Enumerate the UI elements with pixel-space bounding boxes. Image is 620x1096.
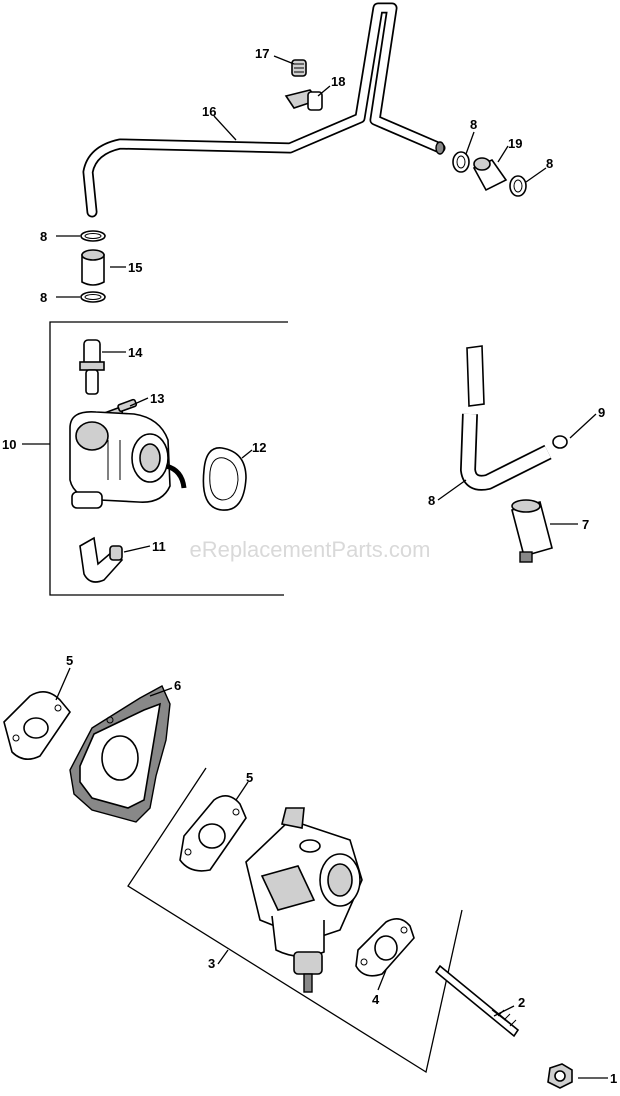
callout-16: 16 [202, 104, 216, 119]
hose-19-part[interactable] [472, 157, 508, 192]
callout-7: 7 [582, 517, 589, 532]
clamp-9-part[interactable] [552, 435, 568, 449]
carburetor-part[interactable] [245, 807, 363, 993]
callout-4: 4 [372, 992, 380, 1007]
callout-8: 8 [470, 117, 477, 132]
callout-1: 1 [610, 1071, 617, 1086]
callout-9: 9 [598, 405, 605, 420]
callout-8: 8 [546, 156, 553, 171]
callout-19: 19 [508, 136, 522, 151]
clamp-18-part[interactable] [284, 89, 323, 111]
callout-17: 17 [255, 46, 269, 61]
fitting-17-part[interactable] [291, 59, 307, 77]
fuel-pump-part[interactable] [69, 411, 187, 509]
callout-8: 8 [40, 229, 47, 244]
gasket-5-part-b[interactable] [179, 795, 247, 872]
fuel-pump-group-bracket [49, 321, 288, 596]
callout-8: 8 [40, 290, 47, 305]
gasket-12-part[interactable] [202, 447, 247, 511]
hose-15-part[interactable] [81, 249, 105, 286]
clamp-8-part-a[interactable] [452, 151, 470, 173]
gasket-4-part[interactable] [355, 918, 415, 977]
callout-8: 8 [428, 493, 435, 508]
leader-lines [22, 55, 608, 1079]
callout-6: 6 [174, 678, 181, 693]
gasket-5-part-a[interactable] [3, 691, 72, 760]
callout-5: 5 [66, 653, 73, 668]
fitting-14-part[interactable] [79, 339, 105, 395]
clamp-8-part-b[interactable] [509, 175, 527, 197]
callout-15: 15 [128, 260, 142, 275]
elbow-11-part[interactable] [79, 536, 124, 583]
carburetor-group-bracket [127, 767, 463, 1074]
spacer-6-part[interactable] [69, 685, 171, 823]
callout-14: 14 [128, 345, 143, 360]
callout-10: 10 [2, 437, 16, 452]
clamp-8-part-d[interactable] [80, 291, 106, 303]
nut-1-part[interactable] [547, 1063, 573, 1089]
callout-11: 11 [152, 539, 166, 554]
fuel-filter-7-part[interactable] [511, 499, 553, 563]
callout-3: 3 [208, 956, 215, 971]
clamp-8-part-c[interactable] [80, 230, 106, 242]
hose-8-part[interactable] [460, 345, 552, 491]
fuel-line-part[interactable] [82, 2, 446, 218]
callout-2: 2 [518, 995, 525, 1010]
callout-5: 5 [246, 770, 253, 785]
watermark-text: eReplacementParts.com [190, 537, 431, 562]
callout-13: 13 [150, 391, 164, 406]
callout-12: 12 [252, 440, 266, 455]
callout-18: 18 [331, 74, 345, 89]
stud-2-part[interactable] [434, 964, 520, 1038]
